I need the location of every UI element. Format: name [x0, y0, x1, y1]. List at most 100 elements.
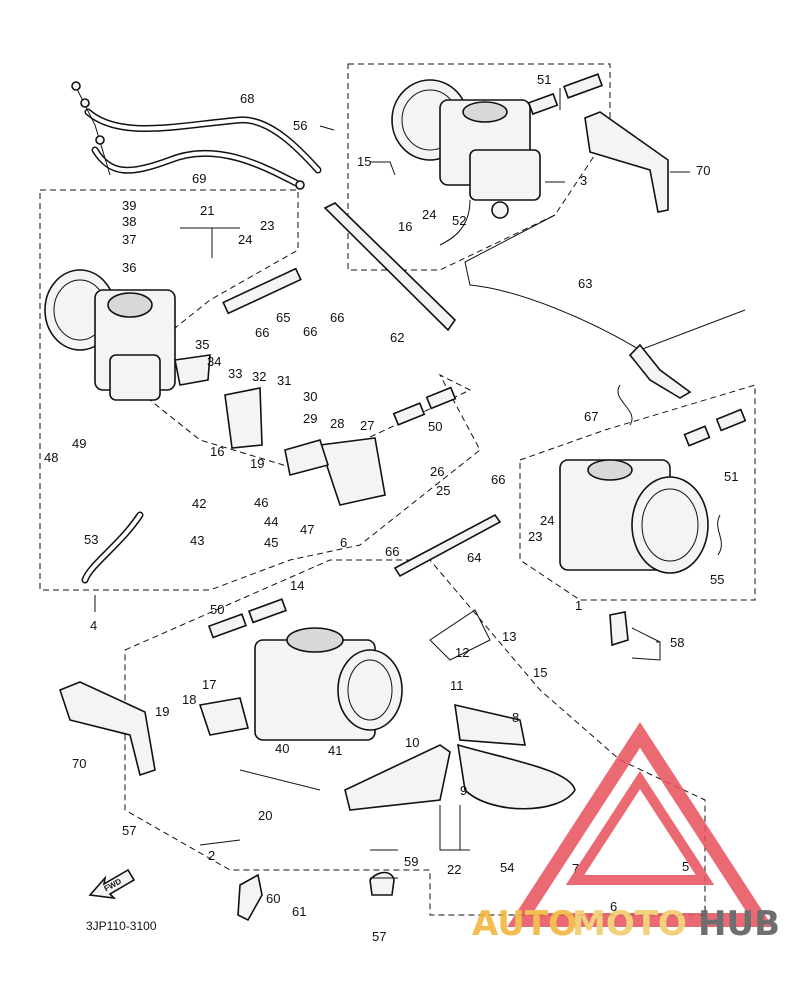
callout-17: 17 — [202, 677, 216, 692]
callout-3: 3 — [580, 173, 587, 188]
watermark-triangle-outer — [507, 722, 773, 927]
watermark-text-auto: AUTO — [472, 904, 577, 944]
callout-67: 67 — [584, 409, 598, 424]
callout-6: 6 — [610, 899, 617, 914]
callout-32: 32 — [252, 369, 266, 384]
boundary-carb-3 — [347, 63, 611, 271]
carburetor-1 — [559, 384, 722, 647]
callout-48: 48 — [44, 450, 58, 465]
callout-34: 34 — [207, 354, 221, 369]
fuel-hoses — [71, 81, 322, 190]
callout-63: 63 — [578, 276, 592, 291]
callout-19: 19 — [250, 456, 264, 471]
callout-4: 4 — [90, 618, 97, 633]
watermark-logo: AUTO MOTO HUB — [472, 722, 780, 944]
callout-16: 16 — [398, 219, 412, 234]
callout-53: 53 — [84, 532, 98, 547]
callout-labels: 68 69 56 51 15 70 3 24 16 52 39 38 37 36… — [44, 72, 738, 944]
callout-39: 39 — [122, 198, 136, 213]
callout-60: 60 — [266, 891, 280, 906]
callout-54: 54 — [500, 860, 514, 875]
callout-13: 13 — [502, 629, 516, 644]
callout-25: 25 — [436, 483, 450, 498]
carburetor-4 — [44, 269, 386, 584]
callout-58: 58 — [670, 635, 684, 650]
bracket-70-left — [59, 681, 156, 777]
callout-49: 49 — [72, 436, 86, 451]
callout-55: 55 — [710, 572, 724, 587]
callout-57: 57 — [372, 929, 386, 944]
callout-15: 15 — [533, 665, 547, 680]
callout-56: 56 — [293, 118, 307, 133]
bracket-70-top — [584, 111, 669, 213]
callout-50: 50 — [210, 602, 224, 617]
callout-19: 19 — [155, 704, 169, 719]
throttle-wire-63 — [464, 214, 746, 351]
carburetor-3 — [391, 79, 541, 246]
callout-42: 42 — [192, 496, 206, 511]
callout-12: 12 — [455, 645, 469, 660]
callout-21: 21 — [200, 203, 214, 218]
callout-2: 2 — [208, 848, 215, 863]
group-boundaries — [39, 63, 756, 916]
hose-68 — [84, 108, 322, 174]
boundary-carb-2 — [124, 559, 706, 916]
callout-66: 66 — [330, 310, 344, 325]
callout-28: 28 — [330, 416, 344, 431]
callout-29: 29 — [303, 411, 317, 426]
callout-30: 30 — [303, 389, 317, 404]
callout-23: 23 — [528, 529, 542, 544]
callout-10: 10 — [405, 735, 419, 750]
boundary-carb-1 — [519, 384, 756, 601]
callout-41: 41 — [328, 743, 342, 758]
callout-40: 40 — [275, 741, 289, 756]
callout-18: 18 — [182, 692, 196, 707]
callout-64: 64 — [467, 550, 481, 565]
forward-arrow: FWD — [88, 868, 136, 900]
callout-44: 44 — [264, 514, 278, 529]
callout-8: 8 — [512, 710, 519, 725]
callout-15: 15 — [357, 154, 371, 169]
callout-51: 51 — [724, 469, 738, 484]
callout-7: 7 — [572, 861, 579, 876]
callout-14: 14 — [290, 578, 304, 593]
callout-43: 43 — [190, 533, 204, 548]
carburetor-2 — [198, 609, 576, 922]
watermark-text-hub: HUB — [698, 904, 780, 944]
callout-33: 33 — [228, 366, 242, 381]
callout-6: 6 — [340, 535, 347, 550]
callout-9: 9 — [460, 783, 467, 798]
callout-5: 5 — [682, 859, 689, 874]
callout-20: 20 — [258, 808, 272, 823]
link-rod-62 — [323, 202, 457, 332]
callout-59: 59 — [404, 854, 418, 869]
callout-26: 26 — [430, 464, 444, 479]
callout-66: 66 — [491, 472, 505, 487]
callout-46: 46 — [254, 495, 268, 510]
drawing-code: 3JP110-3100 — [86, 919, 157, 933]
brackets — [59, 111, 746, 811]
callout-69: 69 — [192, 171, 206, 186]
watermark-triangle-inner — [565, 770, 715, 885]
callout-51: 51 — [537, 72, 551, 87]
shaft-64 — [393, 513, 502, 578]
callout-38: 38 — [122, 214, 136, 229]
callout-65: 65 — [276, 310, 290, 325]
callout-22: 22 — [447, 862, 461, 877]
callout-68: 68 — [240, 91, 254, 106]
callout-70: 70 — [696, 163, 710, 178]
callout-24: 24 — [422, 207, 436, 222]
callout-24: 24 — [540, 513, 554, 528]
callout-61: 61 — [292, 904, 306, 919]
callout-57: 57 — [122, 823, 136, 838]
callout-36: 36 — [122, 260, 136, 275]
callout-70: 70 — [72, 756, 86, 771]
callout-47: 47 — [300, 522, 314, 537]
callout-23: 23 — [260, 218, 274, 233]
callout-24: 24 — [238, 232, 252, 247]
callout-66: 66 — [385, 544, 399, 559]
callout-66: 66 — [303, 324, 317, 339]
callout-leaders — [94, 88, 690, 879]
callout-27: 27 — [360, 418, 374, 433]
